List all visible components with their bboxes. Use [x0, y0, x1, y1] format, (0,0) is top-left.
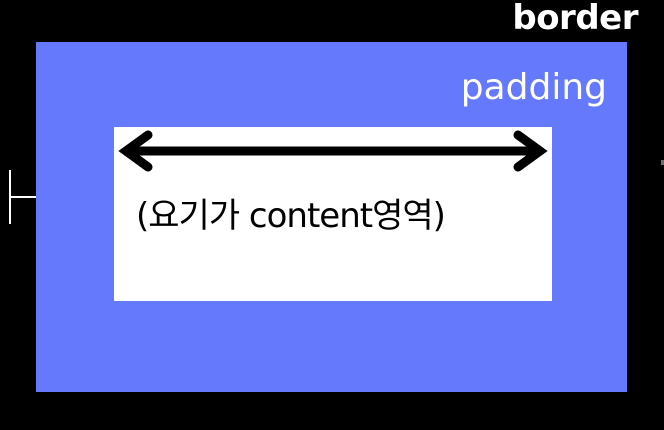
border-label: border	[512, 0, 638, 38]
padding-label: padding	[460, 67, 607, 108]
content-label: (요기가 content영역)	[136, 196, 446, 236]
double-headed-arrow-icon	[118, 130, 548, 172]
content-area: (요기가 content영역)	[114, 127, 552, 301]
padding-area: padding (요기가 content영역)	[36, 42, 627, 392]
edge-artifact	[661, 160, 664, 165]
